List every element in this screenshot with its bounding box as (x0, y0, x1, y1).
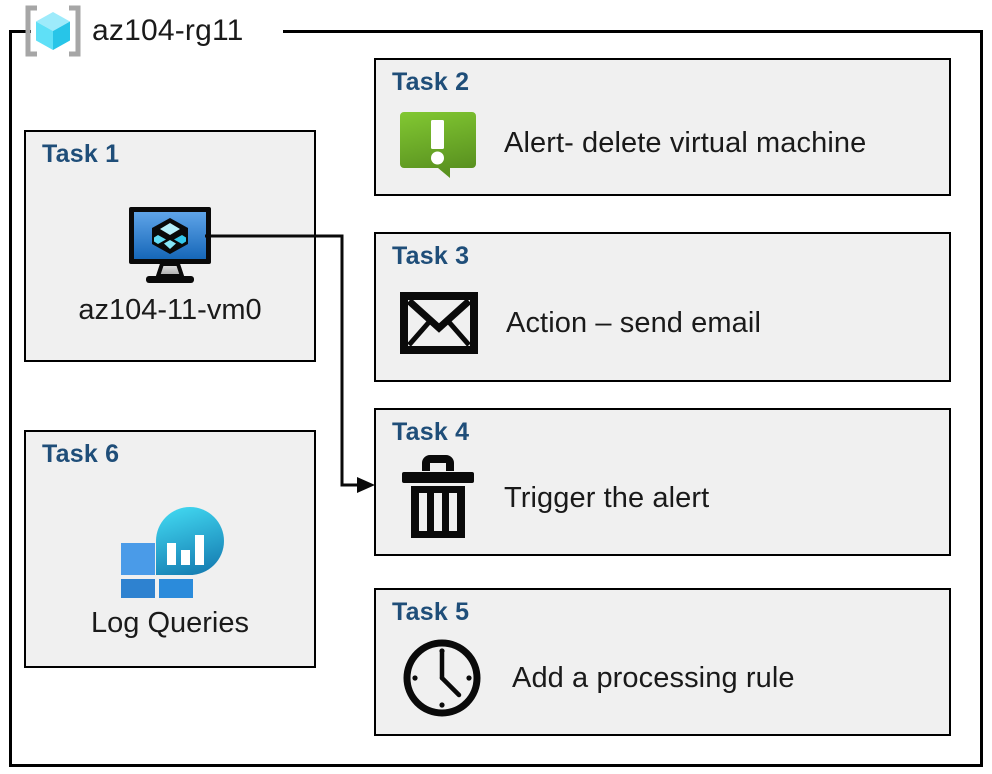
task-4-content: Trigger the alert (400, 446, 939, 550)
resource-group-boundary-top-right (283, 30, 983, 33)
task-6-box[interactable]: Task 6 (24, 430, 316, 668)
resource-group-boundary-top-left (9, 30, 31, 33)
task-2-label: Alert- delete virtual machine (504, 126, 867, 159)
task-4-box[interactable]: Task 4 Trigger the alert (374, 408, 951, 556)
task-2-content: Alert- delete virtual machine (400, 96, 939, 190)
task-1-title: Task 1 (42, 140, 120, 168)
task-6-content: Log Queries (26, 470, 314, 666)
task-6-caption: Log Queries (91, 606, 249, 639)
alert-bubble-icon (400, 106, 476, 180)
task-1-caption: az104-11-vm0 (78, 293, 262, 326)
task-3-title: Task 3 (392, 242, 470, 270)
task-4-title: Task 4 (392, 418, 470, 446)
task-3-box[interactable]: Task 3 Action – send email (374, 232, 951, 382)
envelope-icon (400, 292, 478, 354)
task-4-label: Trigger the alert (504, 481, 710, 514)
resource-group-label: az104-rg11 (92, 14, 244, 47)
task-5-box[interactable]: Task 5 Add a processing rule (374, 588, 951, 736)
task-5-content: Add a processing rule (400, 626, 939, 730)
task-3-label: Action – send email (506, 306, 761, 339)
task-1-content: az104-11-vm0 (26, 170, 314, 360)
clock-icon (400, 636, 484, 720)
task-6-title: Task 6 (42, 440, 120, 468)
task-2-title: Task 2 (392, 68, 470, 96)
log-analytics-icon (115, 497, 225, 599)
task-5-label: Add a processing rule (512, 661, 795, 694)
resource-group-boundary (9, 30, 983, 767)
trash-icon (400, 455, 476, 541)
azure-resource-group-icon (24, 5, 82, 57)
task-1-box[interactable]: Task 1 (24, 130, 316, 362)
task-5-title: Task 5 (392, 598, 470, 626)
virtual-machine-icon (124, 204, 216, 286)
resource-group-header: az104-rg11 (24, 2, 244, 60)
task-3-content: Action – send email (400, 270, 939, 376)
task-2-box[interactable]: Task 2 Alert- delete virtual machine (374, 58, 951, 196)
